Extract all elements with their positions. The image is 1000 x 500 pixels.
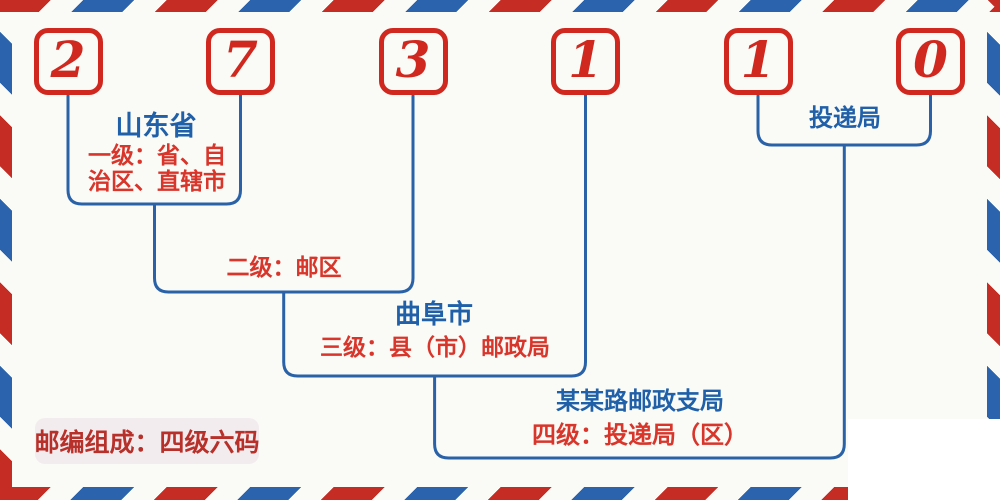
digit-box-1: 2	[33, 28, 103, 95]
digit-box-5: 1	[723, 28, 793, 95]
digit-box-6: 0	[896, 28, 965, 95]
badge-text: 邮编组成：四级六码	[34, 430, 260, 457]
level1-description-line2: 治区、直辖市	[88, 168, 226, 194]
digit-4: 1	[568, 29, 603, 89]
level2-description: 二级：邮区	[226, 254, 342, 280]
level3-description: 三级：县（市）邮政局	[320, 334, 550, 360]
level3-place-name: 曲阜市	[394, 300, 474, 329]
postal-code-composition-badge: 邮编组成：四级六码	[34, 418, 260, 464]
delivery-office-label: 投递局	[809, 106, 881, 132]
digit-box-3: 3	[378, 28, 448, 95]
connector-level4-bracket	[433, 143, 846, 460]
digit-box-2: 7	[206, 28, 275, 95]
envelope-border-right	[987, 0, 1000, 500]
digit-3: 3	[395, 29, 431, 89]
digit-1: 2	[50, 29, 86, 89]
level4-place-name: 某某路邮政支局	[556, 389, 724, 415]
digit-box-4: 1	[551, 28, 620, 95]
level1-description: 一级：省、自 治区、直辖市	[88, 142, 226, 194]
digit-5: 1	[740, 29, 776, 89]
level1-description-line1: 一级：省、自	[88, 142, 226, 168]
connector-delivery-bracket	[756, 93, 932, 147]
digit-2: 7	[223, 29, 258, 89]
envelope-border-top	[0, 0, 1000, 12]
digit-6: 0	[913, 29, 948, 89]
envelope-border-bottom	[0, 487, 1000, 500]
bottom-right-white-patch	[848, 419, 1000, 500]
level1-place-name: 山东省	[115, 111, 197, 141]
envelope-border-left	[0, 0, 12, 500]
level4-description: 四级：投递局（区）	[532, 422, 748, 449]
